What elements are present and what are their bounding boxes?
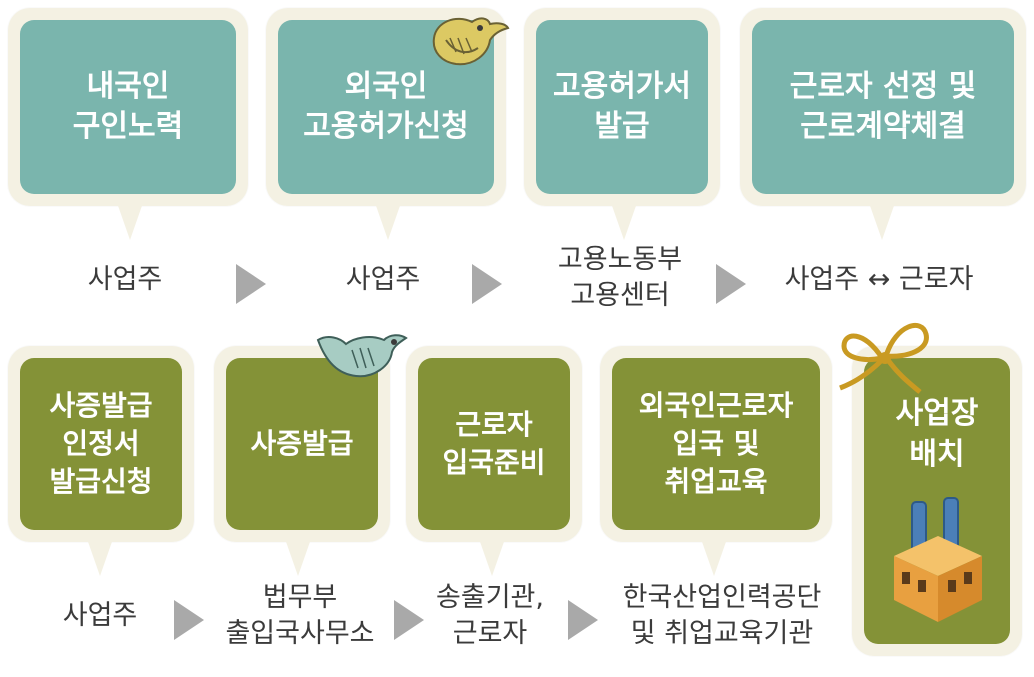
bubble-tail: [868, 200, 896, 240]
step-line: 발급신청: [49, 464, 153, 498]
step-box-domestic-recruitment: 내국인 구인노력: [8, 8, 248, 206]
actor-label: 한국산업인력공단 및 취업교육기관: [604, 580, 840, 653]
step-line: 입국 및: [672, 427, 760, 461]
bubble-tail: [700, 536, 728, 576]
step-box-inner: 내국인 구인노력: [20, 20, 236, 194]
step-line: 인정서: [62, 427, 140, 461]
step-box-visa-certificate-application: 사증발급 인정서 발급신청: [8, 346, 194, 542]
actor-line: 사업주 ↔ 근로자: [784, 264, 974, 295]
actor-label: 고용노동부 고용센터: [540, 242, 700, 315]
step-line: 근로자: [455, 408, 533, 442]
actor-label: 송출기관, 근로자: [420, 580, 560, 653]
arrow-right-icon: [716, 264, 746, 304]
actor-line: 고용노동부: [557, 244, 683, 275]
step-box-permit-issuance: 고용허가서 발급: [524, 8, 720, 206]
step-box-visa-issuance: 사증발급: [214, 346, 390, 542]
step-line: 구인노력: [72, 109, 184, 144]
step-box-entry-and-training: 외국인근로자 입국 및 취업교육: [600, 346, 832, 542]
step-box-inner: 고용허가서 발급: [536, 20, 708, 194]
step-line: 사업장: [895, 396, 979, 431]
bubble-tail: [116, 200, 144, 240]
bird-icon: [432, 17, 510, 66]
bird-icon: [316, 334, 408, 378]
actor-label: 사업주 ↔ 근로자: [764, 262, 994, 298]
step-line: 근로자 선정 및: [789, 68, 977, 104]
step-line: 고용허가신청: [303, 109, 469, 144]
step-line: 발급: [594, 109, 650, 144]
step-line: 내국인: [86, 68, 170, 104]
step-box-worker-selection-contract: 근로자 선정 및 근로계약체결: [740, 8, 1026, 206]
bubble-tail: [284, 536, 312, 576]
step-box-inner: 사증발급: [226, 358, 378, 530]
step-line: 근로계약체결: [800, 109, 966, 144]
step-box-inner: 외국인근로자 입국 및 취업교육: [612, 358, 820, 530]
step-box-inner: 사증발급 인정서 발급신청: [20, 358, 182, 530]
step-line: 사증발급: [49, 389, 153, 423]
actor-line: 및 취업교육기관: [630, 618, 814, 650]
step-line: 외국인: [344, 68, 428, 104]
arrow-right-icon: [472, 264, 502, 304]
bubble-tail: [610, 200, 638, 240]
step-box-inner: 근로자 선정 및 근로계약체결: [752, 20, 1014, 194]
arrow-right-icon: [174, 600, 204, 640]
actor-line: 사업주: [62, 600, 138, 631]
step-box-inner: 근로자 입국준비: [418, 358, 570, 530]
arrow-right-icon: [568, 600, 598, 640]
step-box-entry-preparation: 근로자 입국준비: [406, 346, 582, 542]
actor-line: 사업주: [345, 264, 421, 295]
actor-line: 법무부: [262, 582, 338, 613]
step-line: 입국준비: [442, 446, 546, 479]
arrow-right-icon: [236, 264, 266, 304]
actor-label: 사업주: [60, 262, 190, 298]
bubble-tail: [478, 536, 506, 576]
actor-line: 고용센터: [570, 280, 670, 312]
arrow-right-icon: [394, 600, 424, 640]
bubble-tail: [86, 536, 114, 576]
actor-line: 사업주: [87, 264, 163, 295]
actor-label: 사업주: [40, 598, 160, 634]
actor-label: 법무부 출입국사무소: [212, 580, 388, 653]
step-line: 사증발급: [250, 427, 354, 461]
actor-line: 송출기관,: [436, 582, 544, 613]
step-line: 배치: [909, 436, 965, 472]
step-line: 취업교육: [664, 464, 768, 498]
step-line: 외국인근로자: [638, 389, 794, 423]
actor-line: 출입국사무소: [225, 618, 375, 650]
actor-line: 한국산업인력공단: [622, 582, 822, 613]
actor-line: 근로자: [452, 618, 528, 650]
actor-label: 사업주: [318, 262, 448, 298]
ribbon-bow-icon: [839, 322, 929, 394]
step-line: 고용허가서: [553, 68, 691, 104]
factory-icon: [894, 497, 982, 622]
step-box-inner: 사업장 배치: [864, 358, 1010, 644]
bubble-tail: [374, 200, 402, 240]
